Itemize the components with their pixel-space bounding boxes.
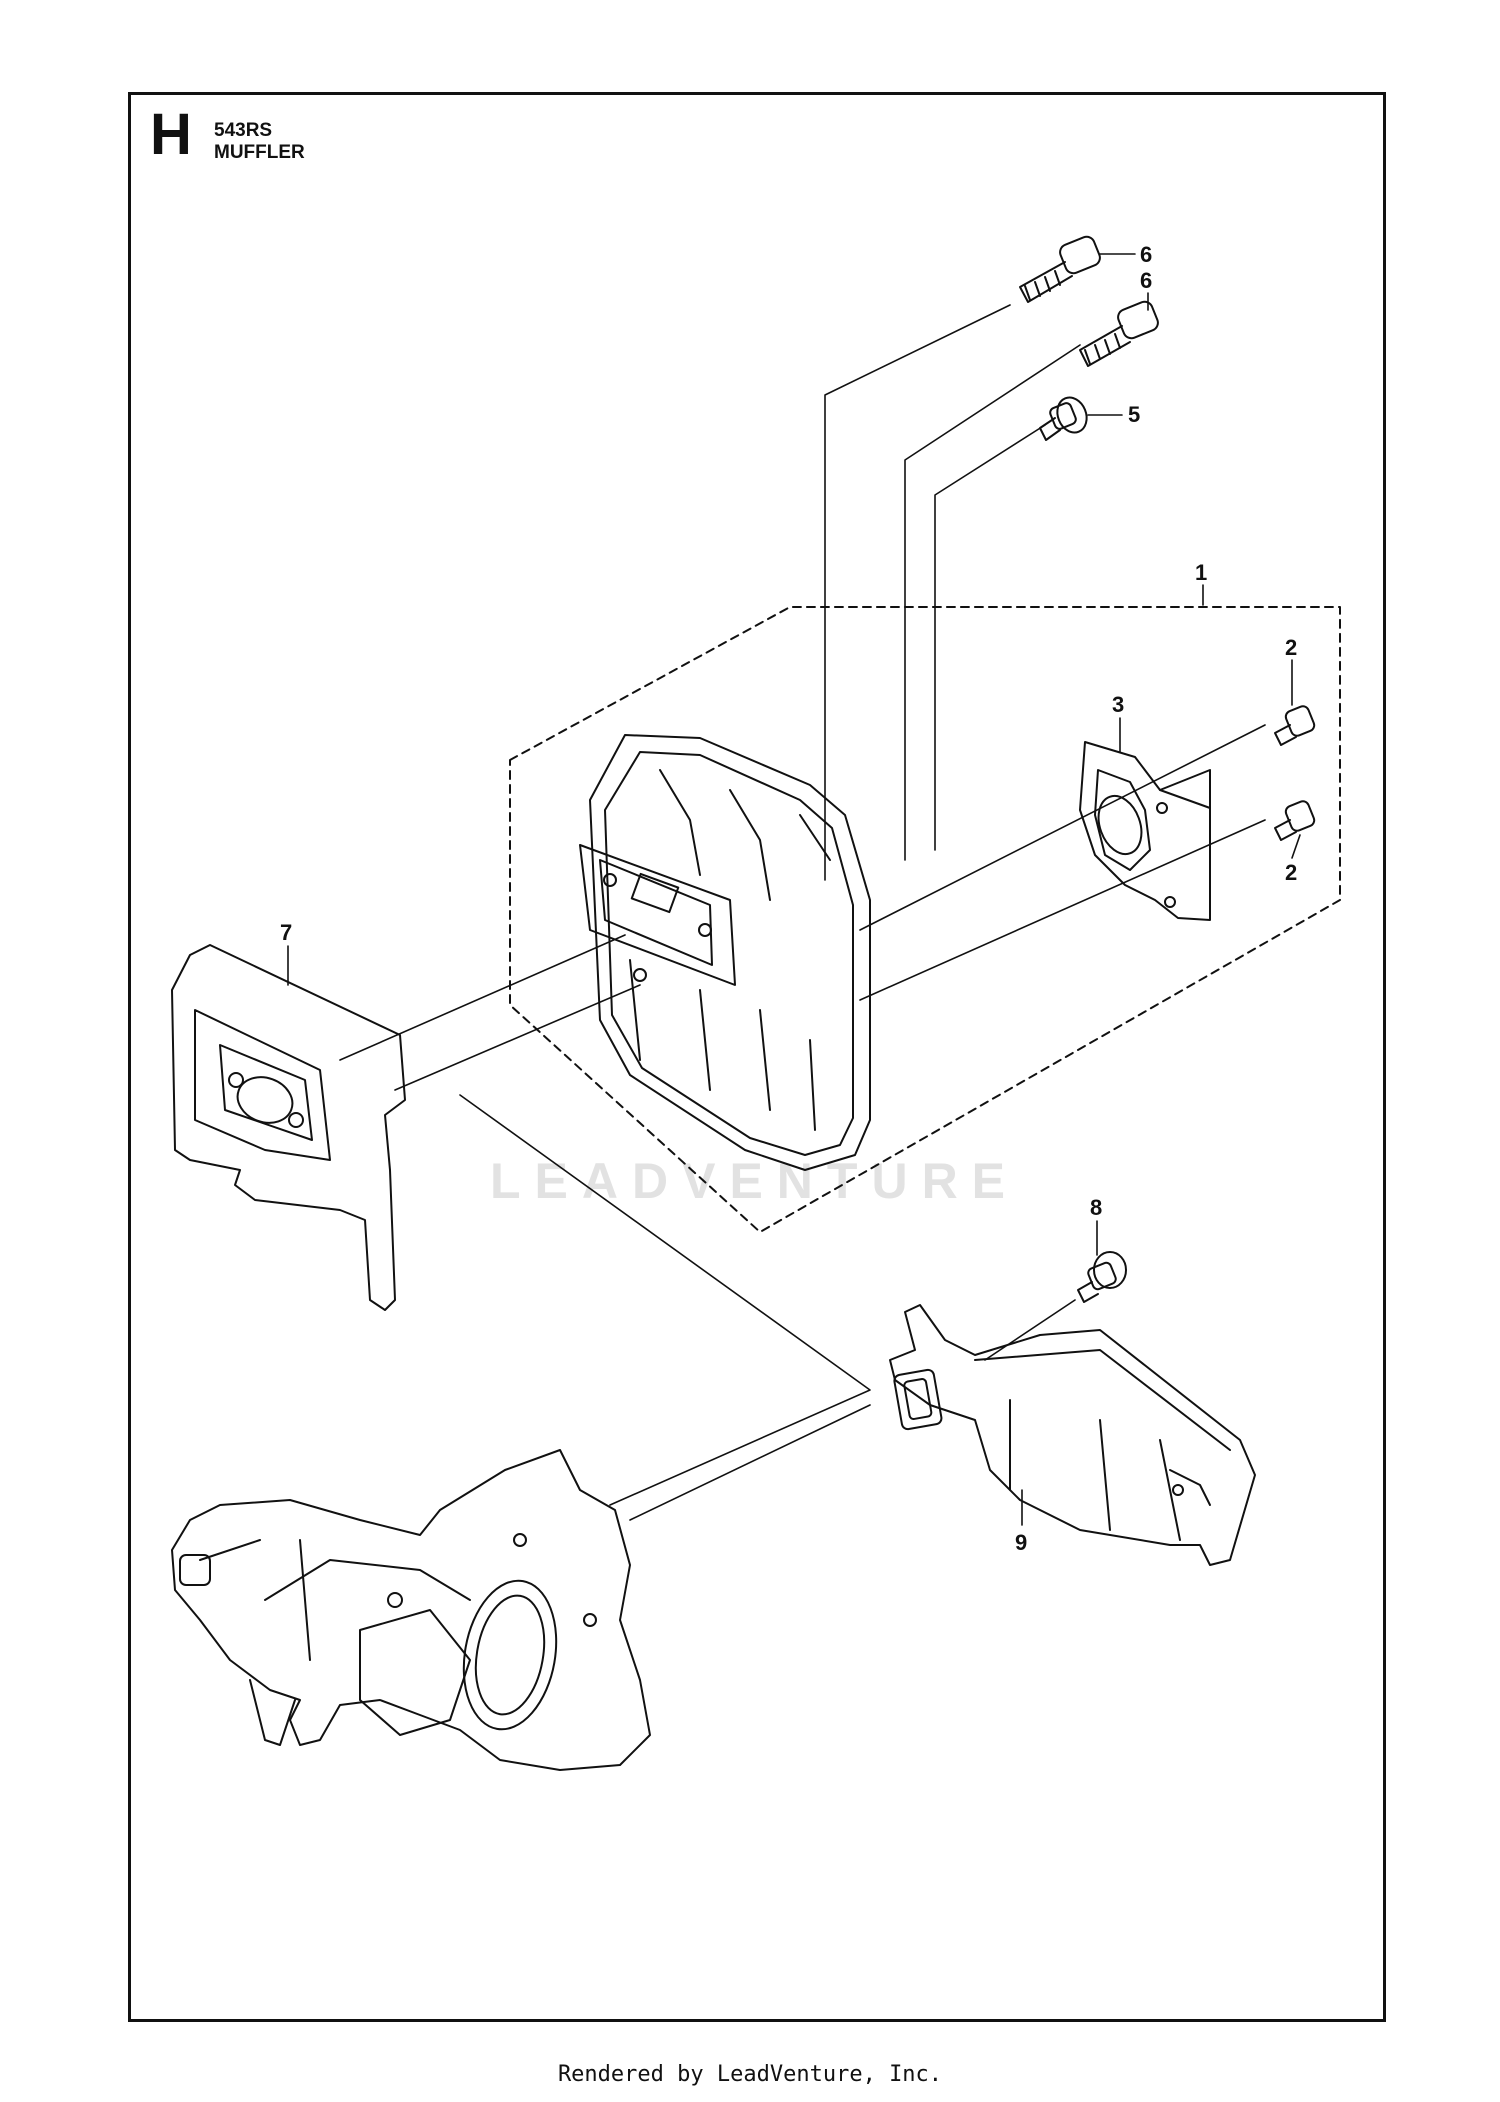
callout-2a: 2 (1285, 635, 1297, 660)
callout-6b: 6 (1140, 268, 1152, 293)
callout-8: 8 (1090, 1195, 1102, 1220)
callout-3: 3 (1112, 692, 1124, 717)
assembly-title: 543RS MUFFLER (214, 120, 305, 164)
bolt-2-lower (1274, 800, 1316, 841)
deflector-plate-3 (1079, 741, 1211, 921)
heat-shield-7 (171, 944, 406, 1311)
model-number: 543RS (214, 120, 273, 141)
assembly-1-boundary (509, 606, 1341, 1233)
crankcase (171, 1449, 651, 1771)
callouts: 1 2 2 3 5 6 6 7 8 9 (280, 242, 1301, 1555)
screw-8 (1077, 1251, 1127, 1303)
callout-1: 1 (1195, 560, 1207, 585)
muffler-body (579, 734, 871, 1171)
callout-9: 9 (1015, 1530, 1027, 1555)
leader-lines (339, 304, 1266, 1521)
muffler-guard-9 (889, 1304, 1256, 1566)
callout-2b: 2 (1285, 860, 1297, 885)
bolt-6-upper (1019, 235, 1101, 303)
section-letter: H (150, 102, 192, 167)
callout-6a: 6 (1140, 242, 1152, 267)
callout-7: 7 (280, 920, 292, 945)
bolt-5 (1039, 396, 1088, 441)
callout-5: 5 (1128, 402, 1140, 427)
diagram-frame (128, 92, 1386, 2022)
footer-credit: Rendered by LeadVenture, Inc. (557, 2062, 943, 2087)
bolt-6-lower (1079, 300, 1159, 367)
watermark: LEADVENTURE (490, 1153, 1020, 1209)
assembly-name: MUFFLER (214, 141, 305, 163)
bolt-2-upper (1274, 705, 1316, 746)
